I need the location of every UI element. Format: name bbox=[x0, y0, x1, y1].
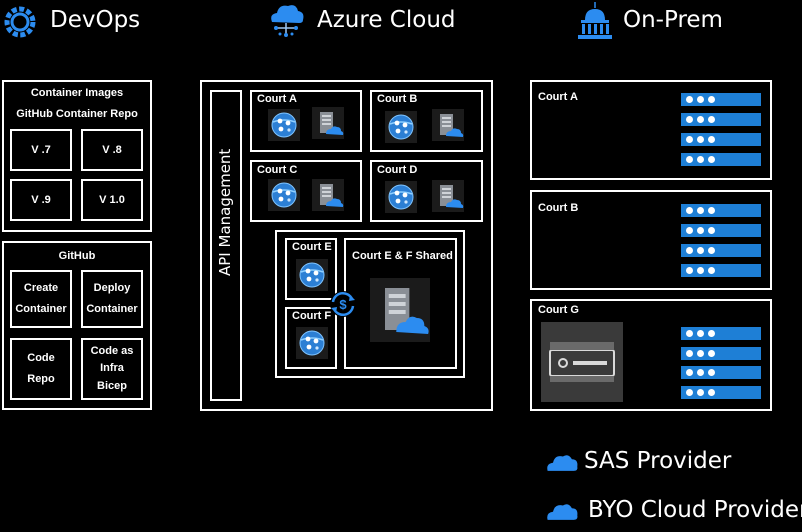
server-rack-icon bbox=[681, 113, 761, 126]
deploy-container-label-2: Container bbox=[86, 303, 138, 315]
government-building-icon bbox=[575, 0, 615, 40]
server-rack-icon bbox=[681, 347, 761, 360]
server-rack-icon bbox=[681, 204, 761, 217]
version-box: V .9 bbox=[10, 179, 72, 221]
server-rack-icon bbox=[681, 264, 761, 277]
code-as-infra-label-2: Infra bbox=[100, 362, 124, 375]
app-service-icon bbox=[296, 327, 328, 359]
app-service-icon bbox=[385, 111, 417, 143]
deploy-container-label-1: Deploy bbox=[93, 282, 131, 295]
code-repo-label-1: Code bbox=[27, 352, 55, 365]
court-label: Court D bbox=[377, 164, 418, 176]
azure-title: Azure Cloud bbox=[317, 7, 456, 33]
code-repo-label-2: Repo bbox=[27, 373, 55, 385]
court-e-label: Court E bbox=[292, 241, 332, 253]
cloud-network-icon bbox=[266, 0, 306, 40]
app-service-icon bbox=[268, 109, 300, 141]
code-repo-box: Code Repo bbox=[10, 338, 72, 400]
azure-cloud-panel bbox=[200, 80, 493, 411]
svg-text:$: $ bbox=[339, 297, 347, 312]
server-cloud-icon bbox=[370, 278, 430, 342]
create-container-label-2: Container bbox=[15, 303, 67, 315]
azure-court-d bbox=[370, 160, 483, 222]
version-box: V 1.0 bbox=[81, 179, 143, 221]
court-label: Court B bbox=[538, 202, 579, 214]
court-f-box bbox=[285, 307, 337, 369]
cloud-icon bbox=[544, 496, 580, 524]
api-management-label: API Management bbox=[216, 148, 234, 276]
code-as-infra-box: Code as Infra Bicep bbox=[81, 338, 143, 400]
server-cloud-icon bbox=[432, 109, 464, 141]
onprem-title: On-Prem bbox=[623, 7, 723, 33]
server-rack-icon bbox=[681, 224, 761, 237]
court-label: Court A bbox=[257, 93, 297, 105]
container-images-title: Container Images bbox=[30, 87, 124, 99]
container-repo-title: GitHub Container Repo bbox=[16, 108, 138, 120]
app-service-icon bbox=[268, 179, 300, 211]
azure-court-c bbox=[250, 160, 362, 222]
server-rack-icon bbox=[681, 93, 761, 106]
court-label: Court B bbox=[377, 93, 418, 105]
azure-court-b bbox=[370, 90, 483, 152]
onprem-court-a bbox=[530, 80, 772, 180]
github-panel bbox=[2, 241, 152, 410]
server-rack-icon bbox=[681, 244, 761, 257]
dollar-sync-icon: $ bbox=[329, 290, 357, 318]
court-e-box bbox=[285, 238, 337, 300]
server-cloud-icon bbox=[312, 107, 344, 139]
court-label: Court A bbox=[538, 91, 578, 103]
code-as-infra-label-3: Bicep bbox=[97, 379, 127, 392]
devops-gear-icon bbox=[3, 5, 37, 39]
version-box: V .8 bbox=[81, 129, 143, 171]
court-f-label: Court F bbox=[292, 310, 332, 322]
devops-title: DevOps bbox=[50, 7, 141, 33]
onprem-court-b bbox=[530, 190, 772, 290]
api-management-bar bbox=[210, 90, 242, 401]
court-label: Court G bbox=[538, 304, 579, 316]
court-e-f-shared-label: Court E & F Shared bbox=[352, 250, 453, 262]
version-box: V .7 bbox=[10, 129, 72, 171]
server-rack-icon bbox=[681, 366, 761, 379]
cloud-icon bbox=[544, 447, 580, 475]
server-rack-icon bbox=[681, 327, 761, 340]
container-images-panel bbox=[2, 80, 152, 232]
github-title: GitHub bbox=[58, 250, 96, 262]
create-container-label-1: Create bbox=[23, 282, 59, 295]
server-rack-icon bbox=[681, 133, 761, 146]
server-cloud-icon bbox=[312, 179, 344, 211]
code-as-infra-label-1: Code as bbox=[90, 344, 134, 357]
court-e-f-group bbox=[275, 230, 465, 378]
app-service-icon bbox=[385, 181, 417, 213]
create-container-box: Create Container bbox=[10, 270, 72, 328]
byo-cloud-provider-label: BYO Cloud Provider bbox=[588, 497, 802, 523]
onprem-court-g bbox=[530, 299, 772, 411]
server-rack-icon bbox=[681, 153, 761, 166]
sas-provider-label: SAS Provider bbox=[584, 448, 732, 474]
court-label: Court C bbox=[257, 164, 298, 176]
app-service-icon bbox=[296, 259, 328, 291]
deploy-container-box: Deploy Container bbox=[81, 270, 143, 328]
server-rack-icon bbox=[681, 386, 761, 399]
server-cloud-icon bbox=[432, 180, 464, 212]
azure-court-a bbox=[250, 90, 362, 152]
disk-storage-icon bbox=[541, 322, 623, 402]
